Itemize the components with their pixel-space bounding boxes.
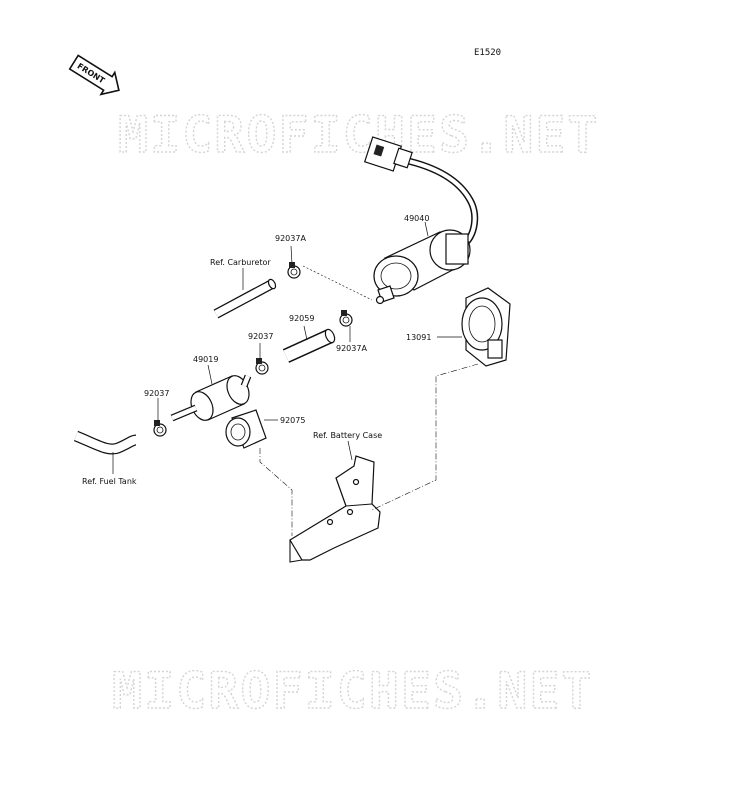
label-ref-fuel-tank: Ref. Fuel Tank bbox=[82, 477, 137, 486]
label-49019: 49019 bbox=[193, 355, 218, 364]
carburetor-hose bbox=[213, 278, 277, 319]
label-92037-mid: 92037 bbox=[248, 332, 273, 341]
label-ref-battery-case: Ref. Battery Case bbox=[313, 431, 382, 440]
label-92037a-top: 92037A bbox=[275, 234, 306, 243]
battery-case-bracket bbox=[289, 455, 381, 563]
label-49040: 49040 bbox=[404, 214, 429, 223]
hose-clip-92037a-top bbox=[287, 262, 301, 279]
fuel-pump bbox=[373, 229, 471, 305]
connector-icon bbox=[363, 136, 413, 172]
label-13091: 13091 bbox=[406, 333, 431, 342]
label-ref-carburetor: Ref. Carburetor bbox=[210, 258, 271, 267]
label-92037-left: 92037 bbox=[144, 389, 169, 398]
wire-harness bbox=[363, 136, 479, 249]
label-92075: 92075 bbox=[280, 416, 305, 425]
watermark-top: MICROFICHES.NET bbox=[118, 106, 600, 164]
fuel-tank-hose bbox=[73, 430, 137, 455]
hose-clip-92037a-mid bbox=[339, 310, 353, 327]
diagram-code: E1520 bbox=[474, 48, 501, 58]
rubber-band-92075 bbox=[225, 409, 267, 449]
hose-clip-92037-mid bbox=[255, 358, 269, 375]
hose-92059 bbox=[282, 328, 336, 363]
fuel-filter bbox=[170, 374, 252, 422]
label-92059: 92059 bbox=[289, 314, 314, 323]
fuel-pump-clamp bbox=[461, 287, 511, 367]
label-92037a-mid: 92037A bbox=[336, 344, 367, 353]
watermark-bottom: MICROFICHES.NET bbox=[112, 662, 594, 720]
hose-clip-92037-left bbox=[153, 420, 167, 437]
front-arrow-icon: FRONT bbox=[68, 54, 120, 96]
